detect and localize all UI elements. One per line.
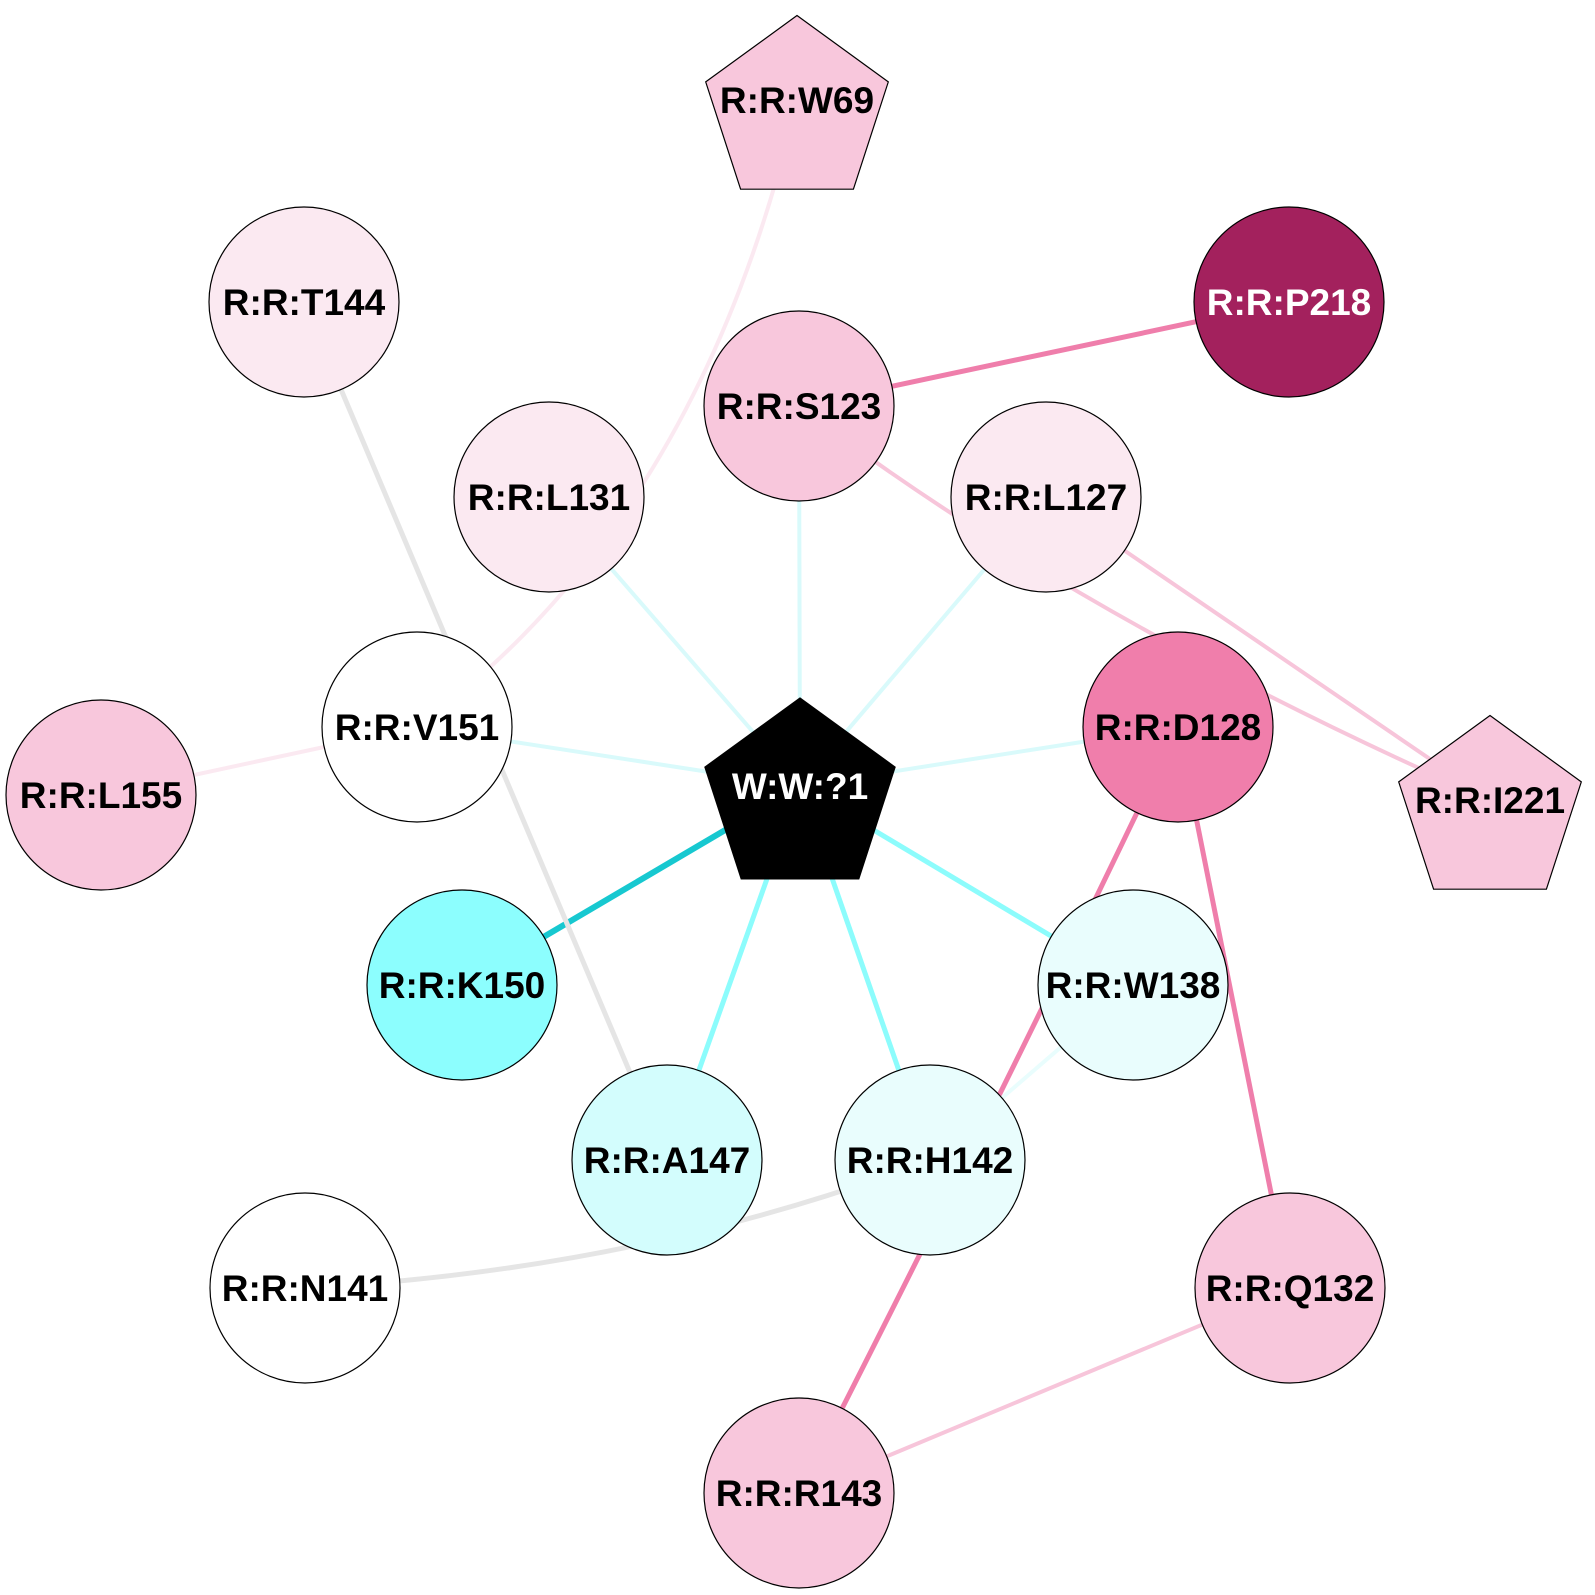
node-label: R:R:S123 xyxy=(717,386,882,427)
node-pentagon xyxy=(704,14,890,190)
node-r-r-v151[interactable]: R:R:V151 xyxy=(321,631,513,823)
node-circle xyxy=(366,889,558,1081)
node-label: R:R:Q132 xyxy=(1206,1268,1375,1309)
node-pentagon xyxy=(1397,714,1583,890)
node-circle xyxy=(453,401,645,593)
node-r-r-s123[interactable]: R:R:S123 xyxy=(703,310,895,502)
node-circle xyxy=(321,631,513,823)
node-circle xyxy=(703,1397,895,1589)
node-label: R:R:K150 xyxy=(379,965,546,1006)
node-r-r-l131[interactable]: R:R:L131 xyxy=(453,401,645,593)
node-pentagon xyxy=(704,697,896,880)
node-label: R:R:L131 xyxy=(468,477,630,518)
node-label: W:W:?1 xyxy=(732,766,868,807)
node-label: R:R:T144 xyxy=(223,282,386,323)
node-label: R:R:H142 xyxy=(847,1140,1014,1181)
node-r-r-n141[interactable]: R:R:N141 xyxy=(209,1192,401,1384)
node-r-r-l155[interactable]: R:R:L155 xyxy=(5,699,197,891)
node-r-r-p218[interactable]: R:R:P218 xyxy=(1193,206,1385,398)
node-circle xyxy=(209,1192,401,1384)
node-label: R:R:R143 xyxy=(716,1473,883,1514)
node-r-r-a147[interactable]: R:R:A147 xyxy=(571,1064,763,1256)
node-circle xyxy=(1082,631,1274,823)
node-r-r-l127[interactable]: R:R:L127 xyxy=(950,401,1142,593)
node-label: R:R:W138 xyxy=(1046,965,1221,1006)
node-r-r-w69[interactable]: R:R:W69 xyxy=(704,14,890,190)
edge-r-r-w69-to-r-r-v151 xyxy=(415,98,799,729)
node-r-r-r143[interactable]: R:R:R143 xyxy=(703,1397,895,1589)
node-circle xyxy=(834,1064,1026,1256)
node-label: R:R:P218 xyxy=(1207,282,1372,323)
node-label: R:R:V151 xyxy=(335,707,500,748)
node-label: R:R:N141 xyxy=(222,1268,389,1309)
node-circle xyxy=(571,1064,763,1256)
node-circle xyxy=(1193,206,1385,398)
node-label: R:R:A147 xyxy=(584,1140,751,1181)
node-circle xyxy=(5,699,197,891)
node-circle xyxy=(1037,889,1229,1081)
node-label: R:R:L155 xyxy=(20,775,182,816)
node-circle xyxy=(950,401,1142,593)
node-circle xyxy=(703,310,895,502)
node-r-r-t144[interactable]: R:R:T144 xyxy=(208,206,400,398)
node-r-r-h142[interactable]: R:R:H142 xyxy=(834,1064,1026,1256)
node-circle xyxy=(208,206,400,398)
node-circle xyxy=(1194,1192,1386,1384)
node-w-w-1[interactable]: W:W:?1 xyxy=(704,697,896,880)
node-r-r-d128[interactable]: R:R:D128 xyxy=(1082,631,1274,823)
node-r-r-i221[interactable]: R:R:I221 xyxy=(1397,714,1583,890)
edge-r-r-s123-to-r-r-i221 xyxy=(797,404,1492,802)
node-label: R:R:L127 xyxy=(965,477,1127,518)
node-label: R:R:D128 xyxy=(1095,707,1262,748)
node-label: R:R:I221 xyxy=(1415,780,1565,821)
node-r-r-k150[interactable]: R:R:K150 xyxy=(366,889,558,1081)
node-r-r-w138[interactable]: R:R:W138 xyxy=(1037,889,1229,1081)
node-label: R:R:W69 xyxy=(720,80,874,121)
node-r-r-q132[interactable]: R:R:Q132 xyxy=(1194,1192,1386,1384)
